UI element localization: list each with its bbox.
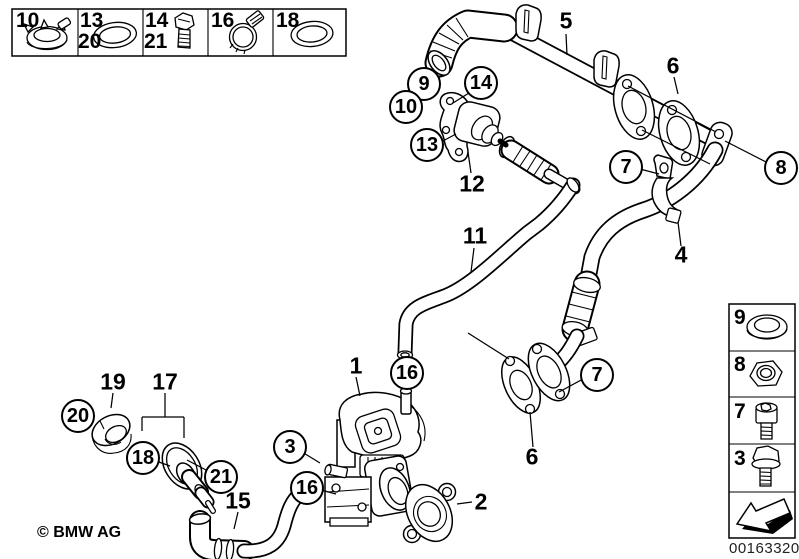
- legend-box-top: [11, 8, 347, 57]
- legend-number-7[interactable]: 7: [734, 400, 746, 423]
- legend-hex-bolt-icon: [751, 445, 781, 487]
- callout-label-6[interactable]: 6: [525, 443, 539, 470]
- leader-lines: [110, 33, 767, 530]
- callout-label-15[interactable]: 15: [225, 487, 251, 514]
- legend-socket-screw-icon: [755, 402, 778, 440]
- legend-number-14[interactable]: 14: [145, 9, 169, 32]
- callout-circle-3[interactable]: 3: [273, 430, 307, 464]
- legend-number-10[interactable]: 10: [16, 9, 40, 32]
- callout-circle-16[interactable]: 16: [390, 356, 424, 390]
- legend-hose-clamp-icon: [228, 10, 265, 55]
- direction-arrow-icon: [735, 498, 793, 534]
- mount-stud-3: [324, 463, 349, 479]
- elbow-connector: [188, 510, 255, 559]
- part-valve-12: [439, 91, 509, 163]
- legend-hex-nut-icon: [749, 360, 783, 387]
- diagram-number: 00163320: [729, 540, 799, 557]
- pipe-mount-clip-front: [515, 4, 542, 42]
- callout-circle-14[interactable]: 14: [464, 66, 498, 100]
- callout-label-17[interactable]: 17: [152, 368, 178, 395]
- legend-number-9[interactable]: 9: [734, 306, 746, 329]
- part-fitting-17: [175, 462, 216, 514]
- pipe-mount-clip-rear: [593, 50, 620, 88]
- corrugated-elbow-hose: [424, 9, 519, 78]
- callout-label-12[interactable]: 12: [459, 170, 485, 197]
- gasket-6-upper-b: [657, 100, 701, 166]
- callout-circle-10[interactable]: 10: [389, 90, 423, 124]
- callout-circle-16[interactable]: 16: [290, 471, 324, 505]
- part-bracket-4: [651, 154, 682, 224]
- callout-label-6[interactable]: 6: [666, 52, 680, 79]
- legend-number-8[interactable]: 8: [734, 353, 746, 376]
- part-valve-1: [297, 387, 426, 527]
- callout-circle-21[interactable]: 21: [204, 460, 238, 494]
- legend-sealing-ring-icon: [746, 314, 788, 340]
- callout-label-5[interactable]: 5: [559, 7, 573, 34]
- part-collar-19-20: [91, 413, 132, 454]
- callout-circle-13[interactable]: 13: [410, 128, 444, 162]
- legend-number-20[interactable]: 20: [78, 30, 102, 53]
- callout-circle-9[interactable]: 9: [407, 67, 441, 101]
- callout-label-2[interactable]: 2: [474, 488, 488, 515]
- gasket-6-upper-a: [612, 74, 656, 140]
- legend-o-ring-icon-a: [92, 21, 138, 49]
- callout-circle-18[interactable]: 18: [126, 441, 160, 475]
- legend-box-right: [728, 303, 796, 539]
- callout-label-1[interactable]: 1: [349, 352, 363, 379]
- down-pipe-flange: [527, 342, 571, 402]
- callout-circle-20[interactable]: 20: [61, 399, 95, 433]
- copyright: © BMW AG: [37, 524, 122, 541]
- callout-label-4[interactable]: 4: [674, 241, 688, 268]
- legend-number-16[interactable]: 16: [211, 9, 235, 32]
- callout-label-11[interactable]: 11: [462, 222, 488, 249]
- callout-circle-7[interactable]: 7: [580, 358, 614, 392]
- legend-number-21[interactable]: 21: [144, 30, 168, 53]
- legend-number-18[interactable]: 18: [276, 9, 300, 32]
- legend-claw-clamp-icon: [22, 17, 72, 51]
- egr-down-pipe: [548, 141, 724, 373]
- legend-number-3[interactable]: 3: [734, 447, 746, 470]
- legend-screw-icon: [174, 12, 195, 49]
- part-gasket-2: [402, 482, 457, 544]
- part-hose-11: [396, 177, 581, 361]
- legend-number-13[interactable]: 13: [80, 9, 104, 32]
- callout-label-19[interactable]: 19: [100, 368, 126, 395]
- callout-circle-8[interactable]: 8: [764, 151, 798, 185]
- legend-o-ring-icon-b: [290, 20, 334, 48]
- callout-circle-7[interactable]: 7: [609, 150, 643, 184]
